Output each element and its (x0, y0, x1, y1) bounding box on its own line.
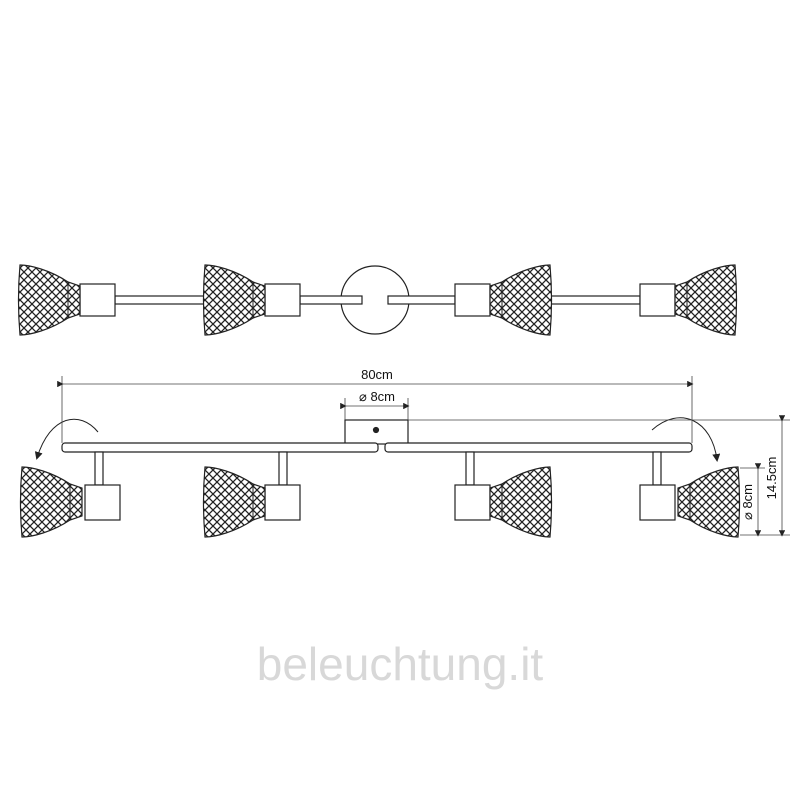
holder-front-3 (454, 484, 491, 521)
holder-front-4 (639, 484, 676, 521)
dimension-lines (57, 376, 790, 537)
shade-1 (17, 264, 81, 336)
shade-3 (489, 264, 553, 336)
rotation-arrow-right (651, 417, 721, 462)
total-width-label: 80cm (361, 367, 393, 382)
canopy-screw (372, 426, 380, 434)
shade-diameter-label: ⌀ 8cm (740, 484, 755, 520)
bar-left (61, 442, 379, 453)
shade-front-1 (19, 466, 83, 538)
rotation-arrows (34, 417, 721, 462)
shade-4 (674, 264, 738, 336)
rod-right-outer (549, 295, 641, 305)
canopy-diameter-label: ⌀ 8cm (359, 389, 395, 404)
holder-front-2 (264, 484, 301, 521)
shade-2 (202, 264, 266, 336)
shade-front-4 (677, 466, 741, 538)
total-height-label: 14.5cm (764, 457, 779, 500)
holder-1 (79, 283, 116, 317)
holder-3 (454, 283, 491, 317)
shade-front-3 (489, 466, 553, 538)
shade-front-2 (202, 466, 266, 538)
front-view (19, 419, 741, 538)
bar-right (384, 442, 693, 453)
rod-left-inner (299, 295, 363, 305)
holder-2 (264, 283, 301, 317)
rod-left-outer (114, 295, 206, 305)
watermark: beleuchtung.it (257, 638, 544, 690)
holder-4 (639, 283, 676, 317)
rod-right-inner (387, 295, 456, 305)
top-view (17, 264, 738, 336)
holder-front-1 (84, 484, 121, 521)
rotation-arrow-left (34, 418, 99, 460)
